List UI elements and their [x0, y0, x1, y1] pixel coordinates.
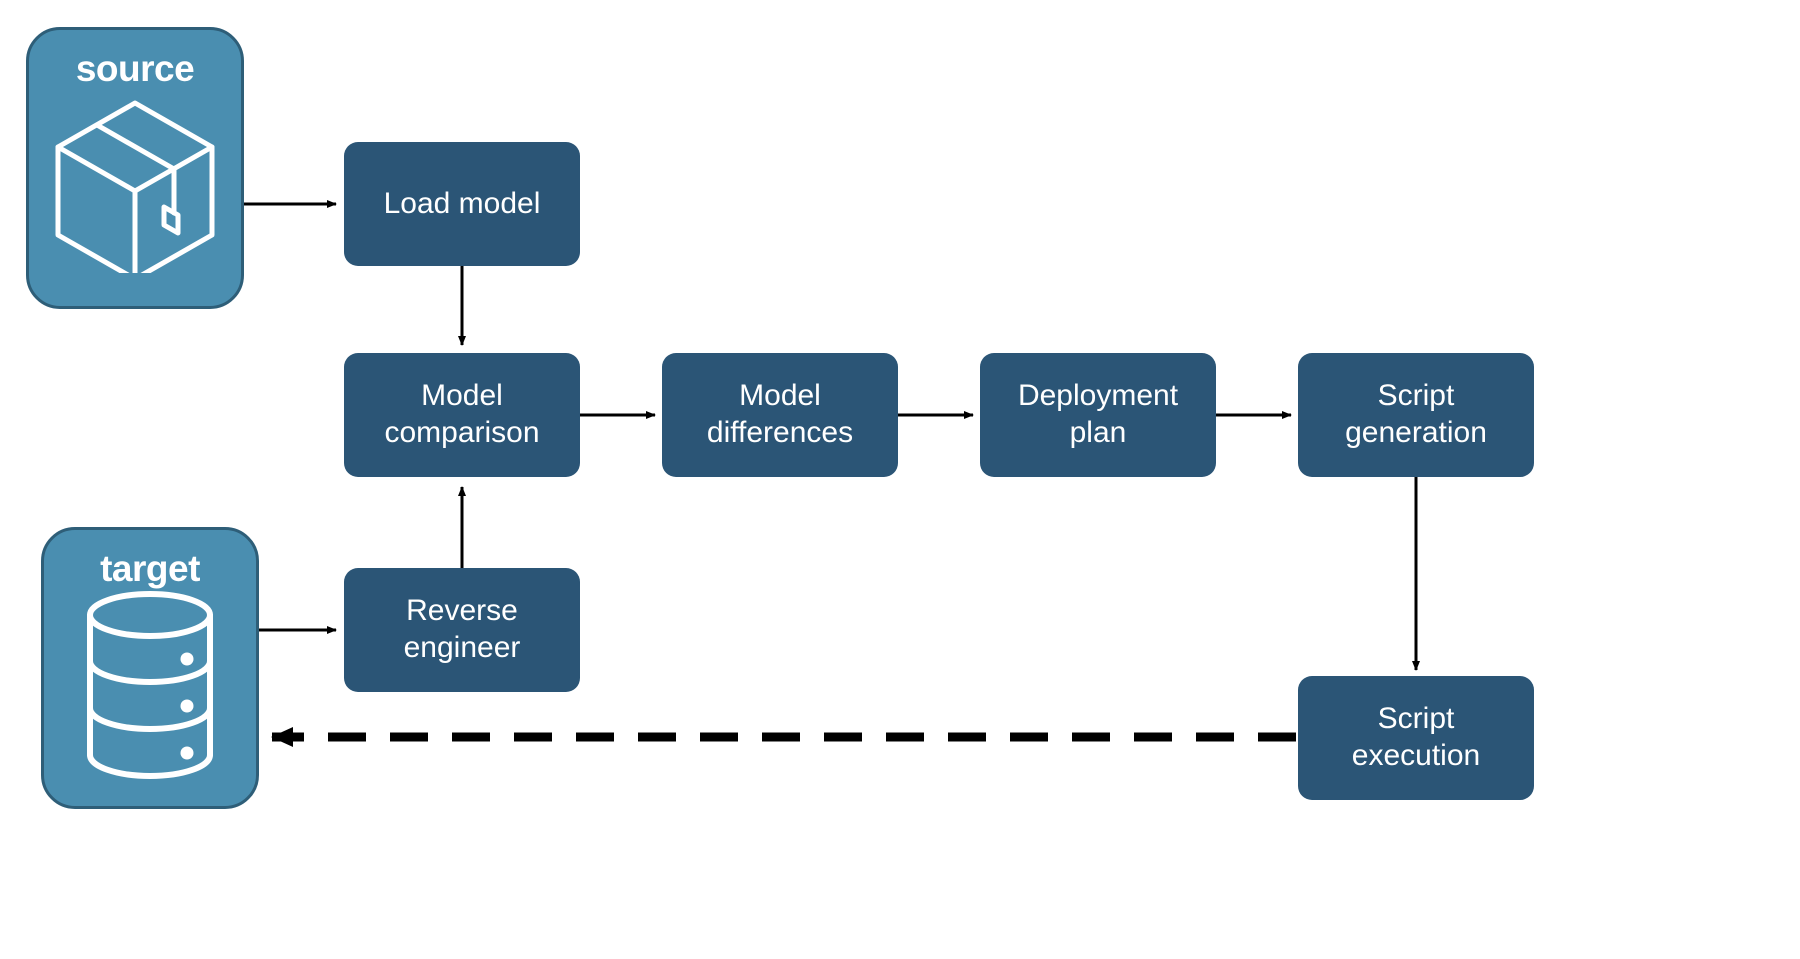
- process-model-differences-line1: Model: [739, 379, 821, 413]
- process-deployment-plan-line2: plan: [1069, 416, 1127, 449]
- process-script-execution[interactable]: Script execution: [1298, 676, 1534, 800]
- process-model-comparison[interactable]: Model comparison: [344, 353, 580, 477]
- package-cube-icon: [55, 100, 215, 273]
- process-model-differences[interactable]: Model differences: [662, 353, 898, 477]
- process-script-generation-line2: generation: [1345, 416, 1487, 449]
- process-reverse-engineer-line1: Reverse: [406, 594, 518, 628]
- process-script-execution-line1: Script: [1377, 702, 1455, 736]
- process-reverse-engineer[interactable]: Reverse engineer: [344, 568, 580, 692]
- database-cylinder-icon: [87, 591, 213, 779]
- process-deployment-plan-line1: Deployment: [1017, 379, 1179, 413]
- process-load-model[interactable]: Load model: [344, 142, 580, 266]
- process-model-differences-line2: differences: [706, 416, 854, 449]
- process-model-comparison-line2: comparison: [384, 416, 540, 449]
- process-model-comparison-line1: Model: [421, 379, 503, 413]
- process-deployment-plan[interactable]: Deployment plan: [980, 353, 1216, 477]
- process-script-execution-line2: execution: [1351, 739, 1481, 772]
- process-script-generation[interactable]: Script generation: [1298, 353, 1534, 477]
- process-reverse-engineer-line2: engineer: [403, 631, 521, 664]
- endpoint-target-label: target: [100, 548, 200, 589]
- process-load-model-line1: Load model: [383, 186, 541, 220]
- process-script-generation-line1: Script: [1377, 379, 1455, 413]
- endpoint-target[interactable]: target: [41, 527, 259, 809]
- endpoint-source-label: source: [75, 48, 195, 89]
- endpoint-source[interactable]: source: [26, 27, 244, 309]
